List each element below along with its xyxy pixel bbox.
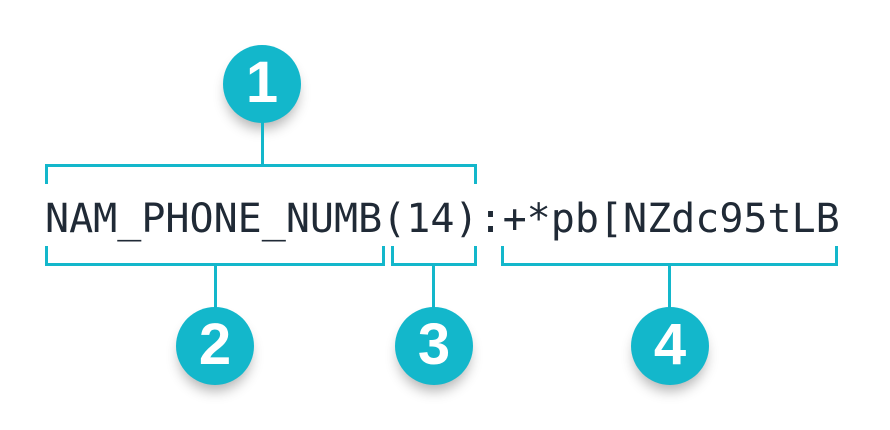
callout-4-badge: 4 [631, 307, 709, 385]
field-name-bracket [45, 246, 385, 266]
token-separator: : [478, 196, 503, 242]
callout-3-connector-line [432, 265, 435, 311]
callout-4-connector-line [668, 265, 671, 311]
length-bracket [391, 246, 477, 266]
callout-2-number: 2 [198, 312, 232, 377]
callout-4-number: 4 [653, 312, 687, 377]
callout-1-connector-line [261, 118, 264, 165]
field-name-and-length-bracket [45, 164, 477, 184]
masked-value-bracket [501, 246, 838, 266]
callout-1-badge: 1 [223, 45, 301, 123]
callout-3-number: 3 [417, 312, 451, 377]
callout-2-connector-line [214, 265, 217, 311]
token-masked-value: +*pb[NZdc95tLB [502, 196, 840, 242]
callout-3-badge: 3 [395, 307, 473, 385]
token-length: (14) [382, 196, 479, 242]
token-text: NAM_PHONE_NUMB(14):+*pb[NZdc95tLB [45, 193, 840, 245]
callout-1-number: 1 [245, 50, 279, 115]
token-field-name: NAM_PHONE_NUMB [45, 196, 383, 242]
callout-2-badge: 2 [176, 307, 254, 385]
